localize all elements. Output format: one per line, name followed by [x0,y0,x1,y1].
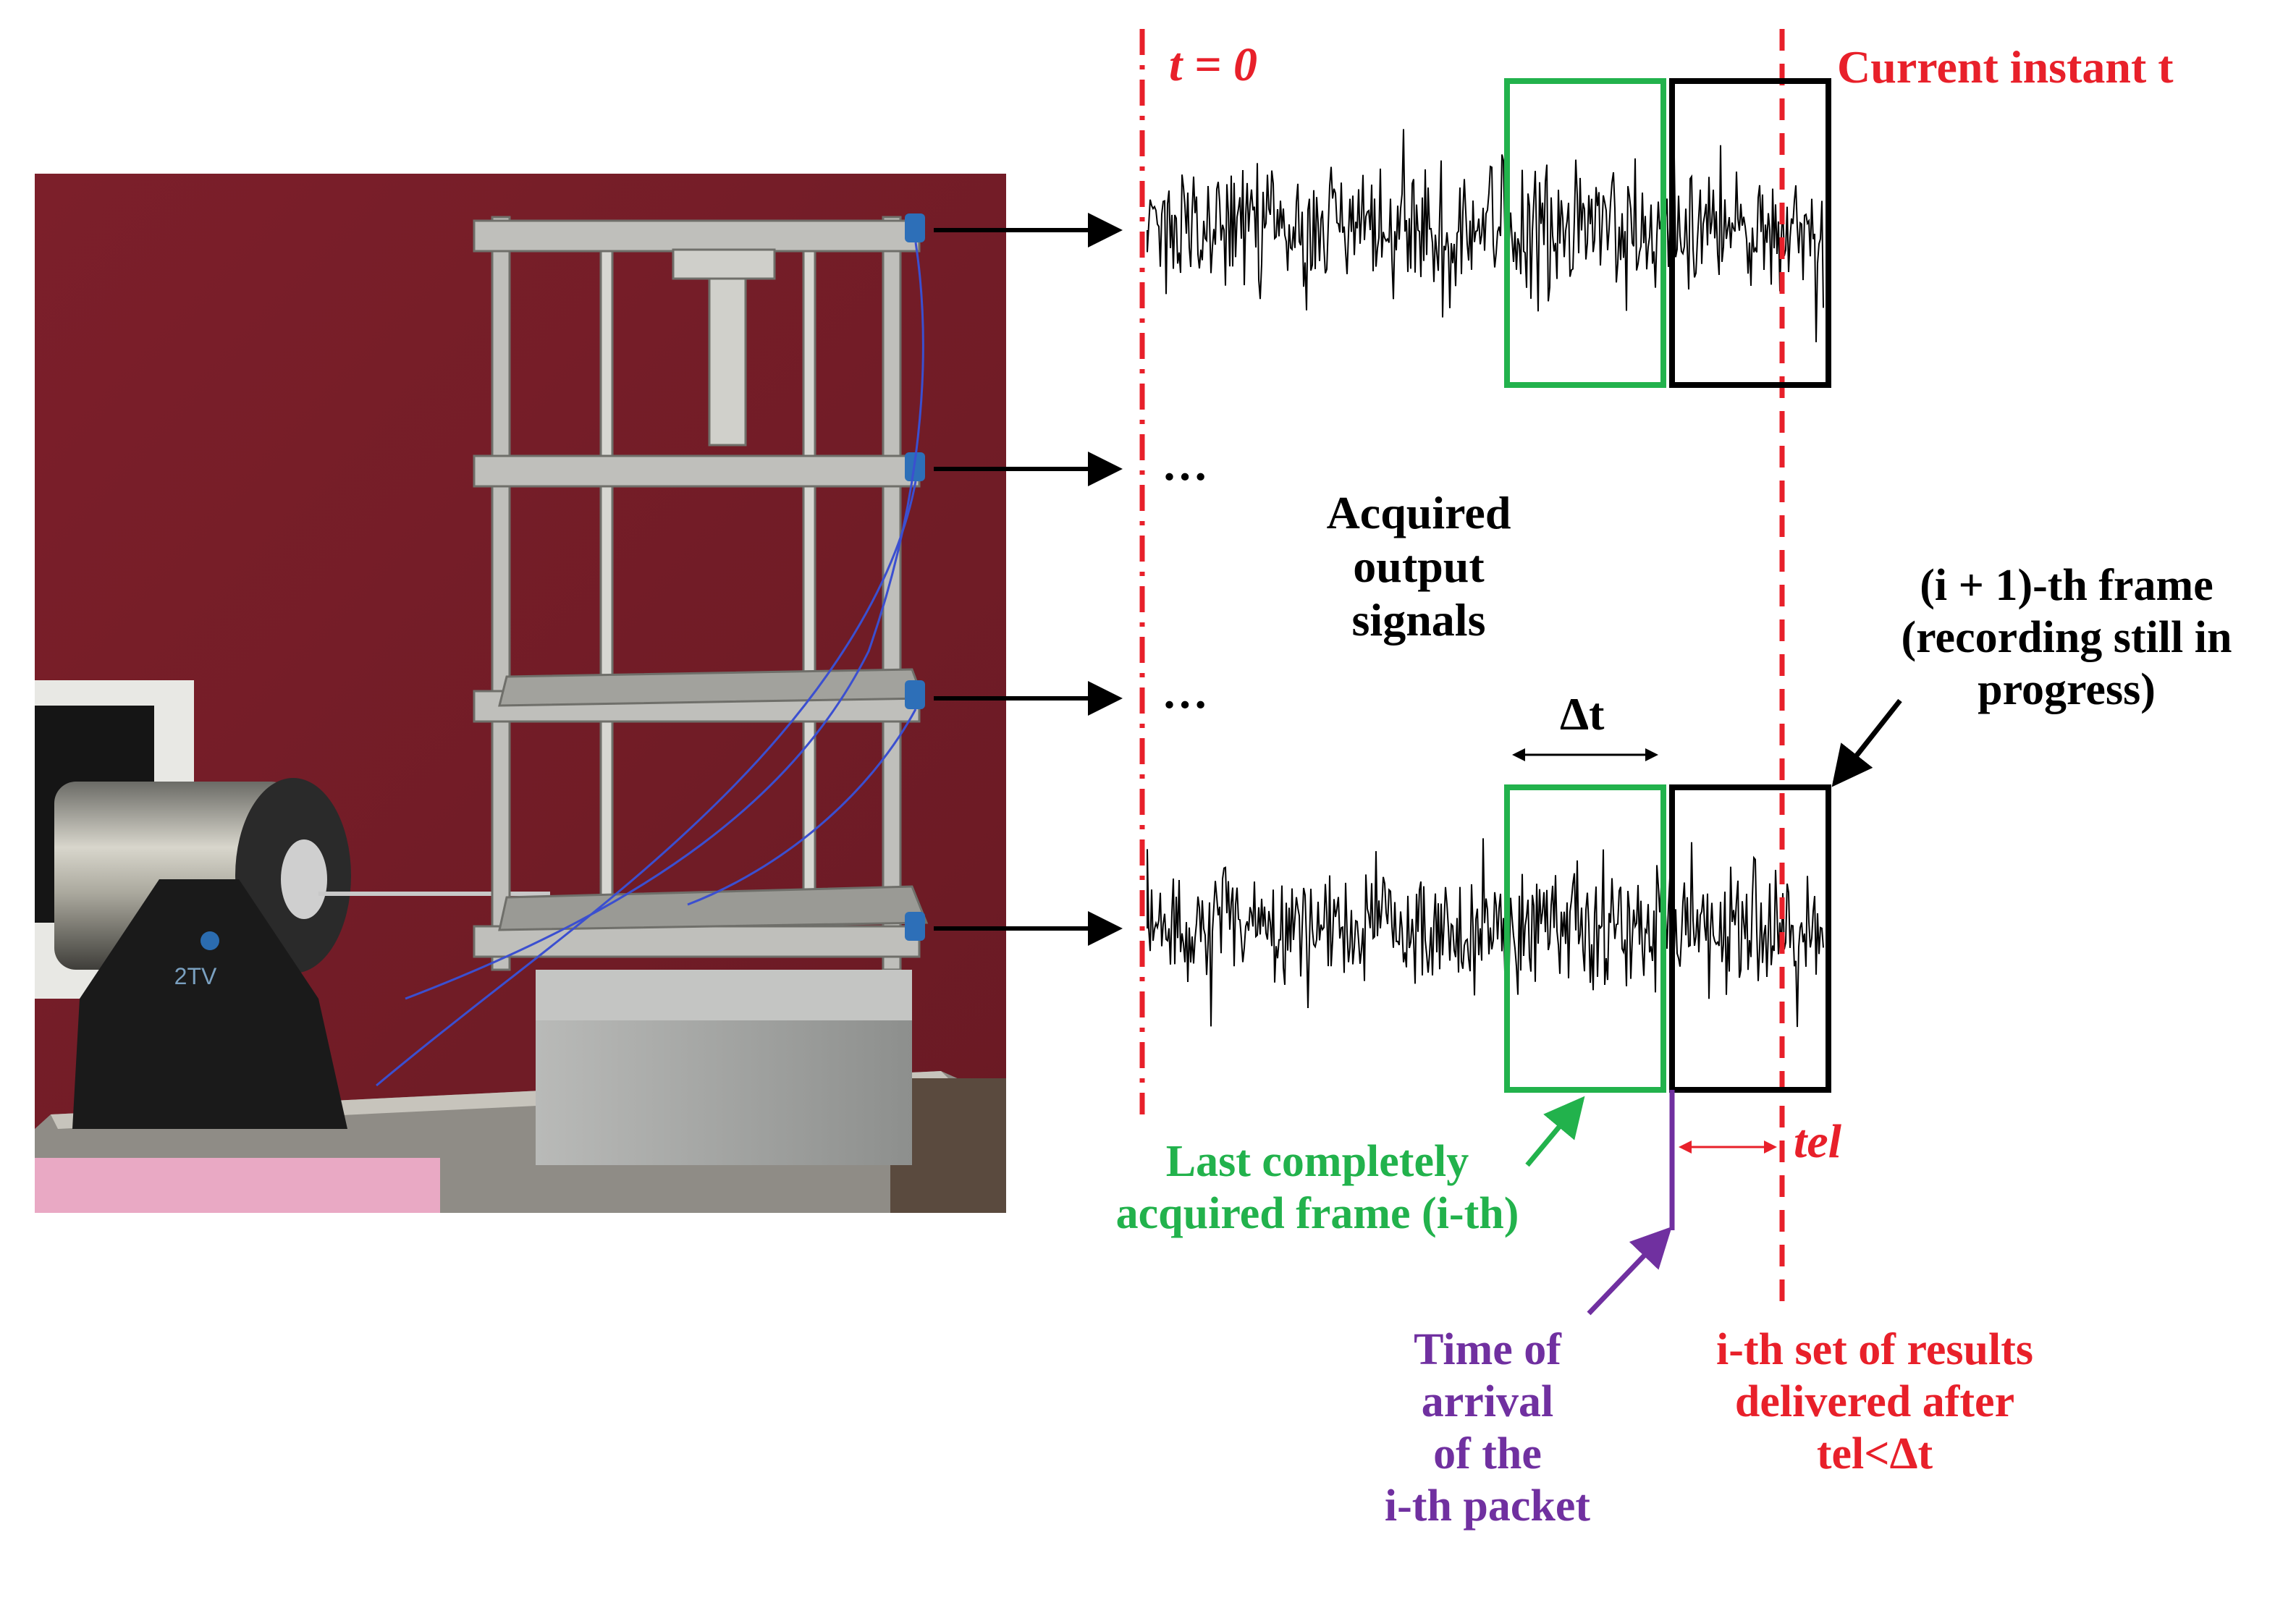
next-frame-line-1: (i + 1)-th frame [1920,561,2213,610]
acquired-line-1: Acquired [1326,487,1511,538]
next-frame-label: (i + 1)-th frame (recording still in pro… [1835,560,2296,716]
device-brand-label: 2TV [174,963,217,989]
next-frame-arrow [1831,698,1902,787]
t-zero-label: t = 0 [1169,38,1257,91]
arrival-line-1: Time of [1414,1325,1561,1374]
base-box [536,970,912,1165]
results-line-1: i-th set of results [1716,1325,2033,1374]
last-frame-line-1: Last completely [1165,1137,1469,1186]
test-rig-photo: 2TV [35,174,1006,1213]
frame-structure [473,216,929,971]
frame-i-bottom [1504,784,1666,1093]
next-frame-line-2: (recording still in [1901,612,2232,662]
shaker-device: 2TV [54,778,550,1129]
current-instant-label: Current instant t [1837,41,2174,93]
arrival-line-2: arrival [1421,1376,1554,1426]
acquired-line-3: signals [1351,594,1486,646]
frame-i-top [1504,78,1666,388]
last-frame-line-2: acquired frame (i-th) [1115,1188,1519,1238]
results-delivered-label: i-th set of results delivered after tel<… [1650,1324,2099,1481]
frame-i-plus-1-bottom [1669,784,1831,1093]
sensor-arrows [934,213,1123,946]
signal-trace-bottom [1147,838,1824,1028]
delta-t-label: Δt [1560,688,1605,740]
time-of-arrival-label: Time of arrival of the i-th packet [1317,1324,1658,1533]
results-line-3: tel<Δt [1816,1429,1933,1478]
last-frame-arrow [1525,1096,1585,1167]
next-frame-line-3: progress) [1978,664,2156,714]
signal-trace-top [1147,129,1824,342]
ellipsis-signal-3: … [1162,667,1208,718]
t-el-label: tel [1794,1115,1841,1168]
arrival-line-3: of the [1433,1429,1542,1478]
results-line-2: delivered after [1734,1376,2015,1426]
last-frame-label: Last completely acquired frame (i-th) [1042,1136,1592,1240]
frame-i-plus-1-top [1669,78,1831,388]
arrival-line-4: i-th packet [1384,1481,1591,1531]
acquired-line-2: output [1353,541,1485,593]
acquired-output-signals-label: Acquired output signals [1245,486,1592,648]
cables [376,242,924,1087]
ellipsis-signal-2: … [1162,439,1208,490]
arrival-time-arrow [1587,1226,1672,1316]
